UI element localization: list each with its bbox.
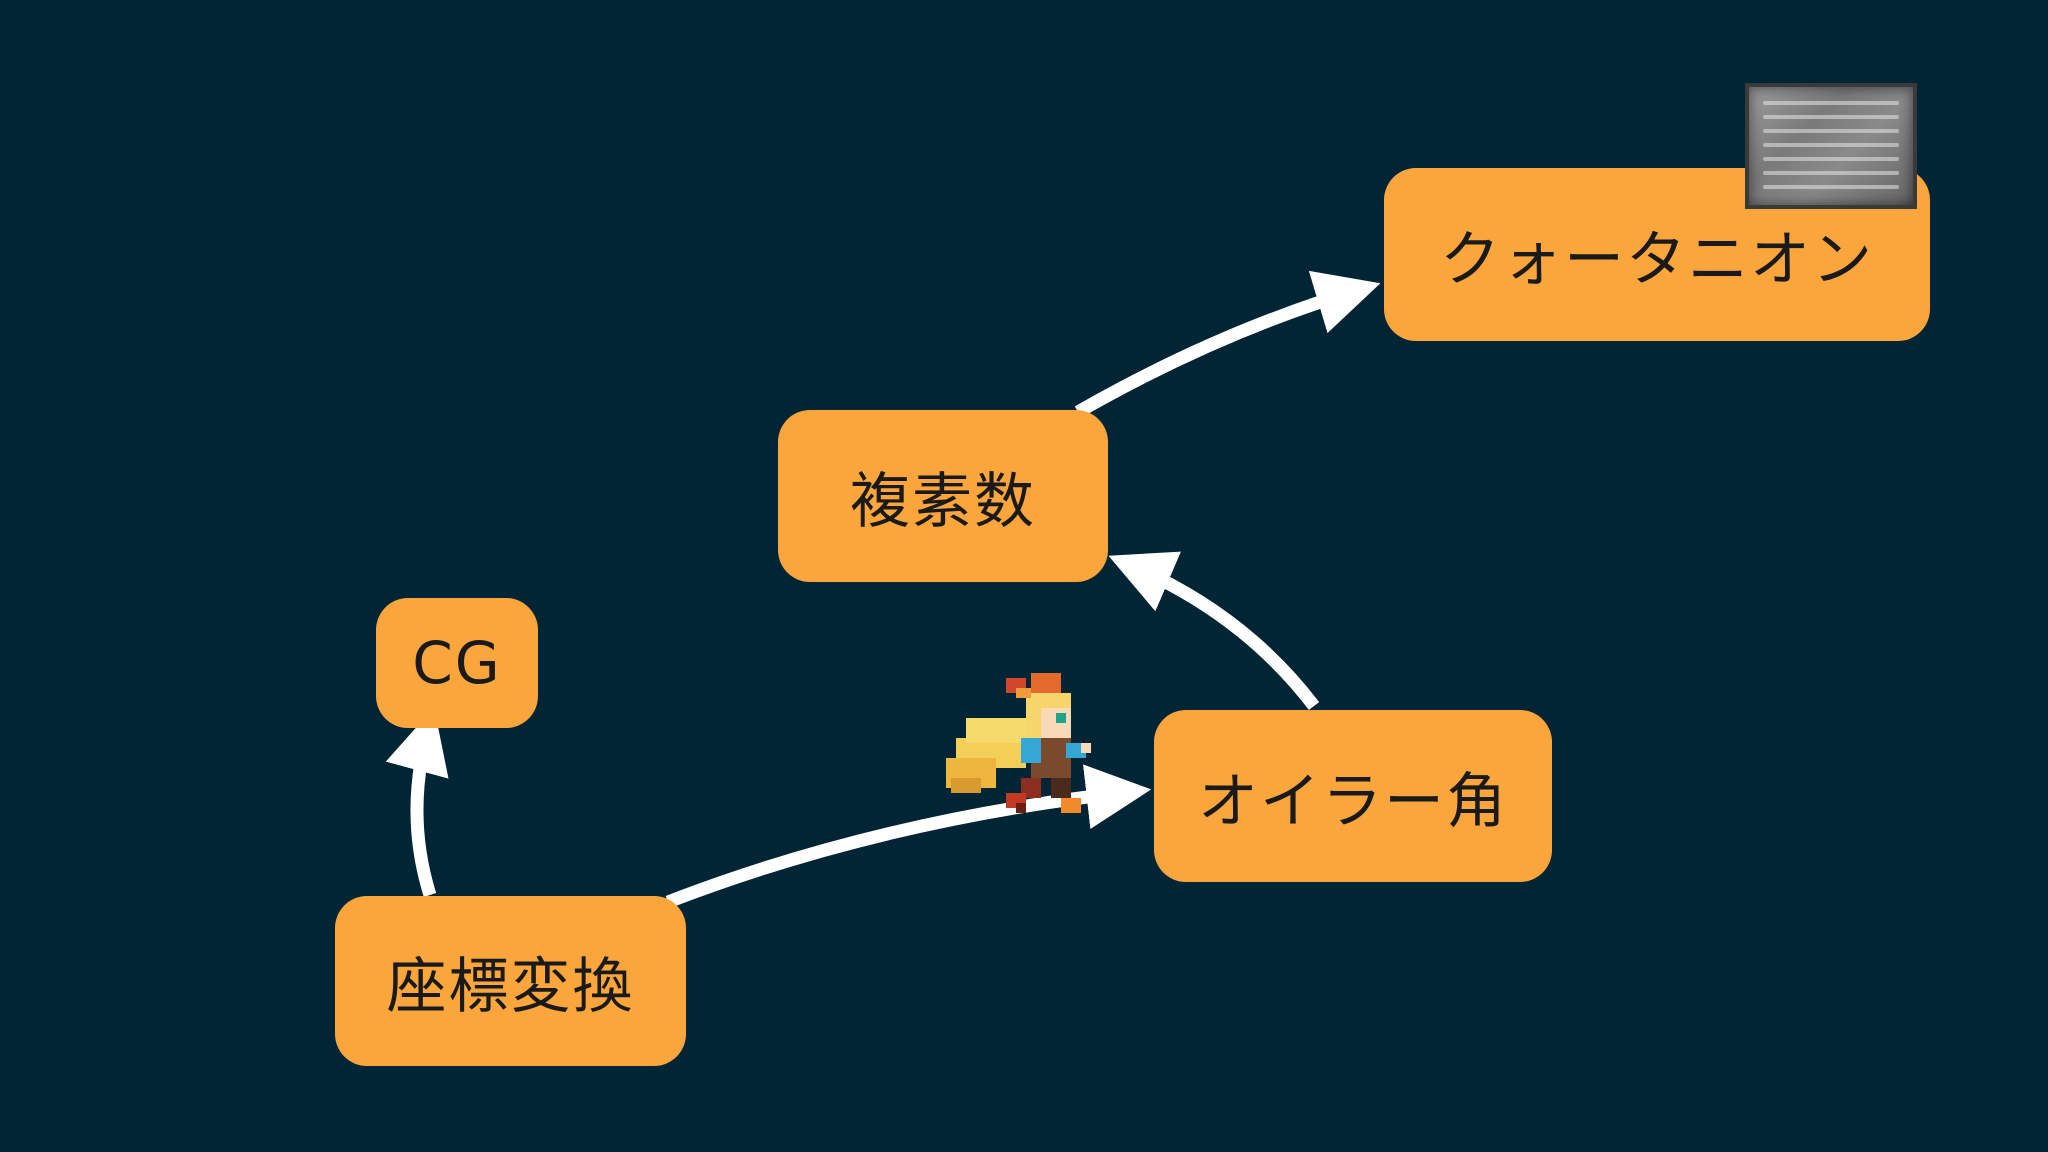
- node-quaternion-label: クォータニオン: [1440, 225, 1874, 295]
- arrow-zahyou-to-cg: [385, 707, 449, 897]
- node-cg: CG: [376, 598, 538, 728]
- node-coordinate-transform: 座標変換: [335, 896, 686, 1066]
- node-euler-angles: オイラー角: [1154, 710, 1552, 882]
- arrow-fukuso-to-quaternion: [1074, 270, 1381, 418]
- stone-tablet-icon: [1745, 83, 1917, 209]
- pixel-character-icon: [946, 673, 1091, 813]
- node-coordinate-transform-label: 座標変換: [386, 951, 635, 1022]
- node-euler-angles-label: オイラー角: [1198, 766, 1508, 837]
- node-complex-numbers: 複素数: [778, 410, 1108, 582]
- node-complex-numbers-label: 複素数: [850, 466, 1036, 537]
- arrow-euler-to-fukuso: [1108, 551, 1320, 710]
- node-cg-label: CG: [412, 629, 502, 697]
